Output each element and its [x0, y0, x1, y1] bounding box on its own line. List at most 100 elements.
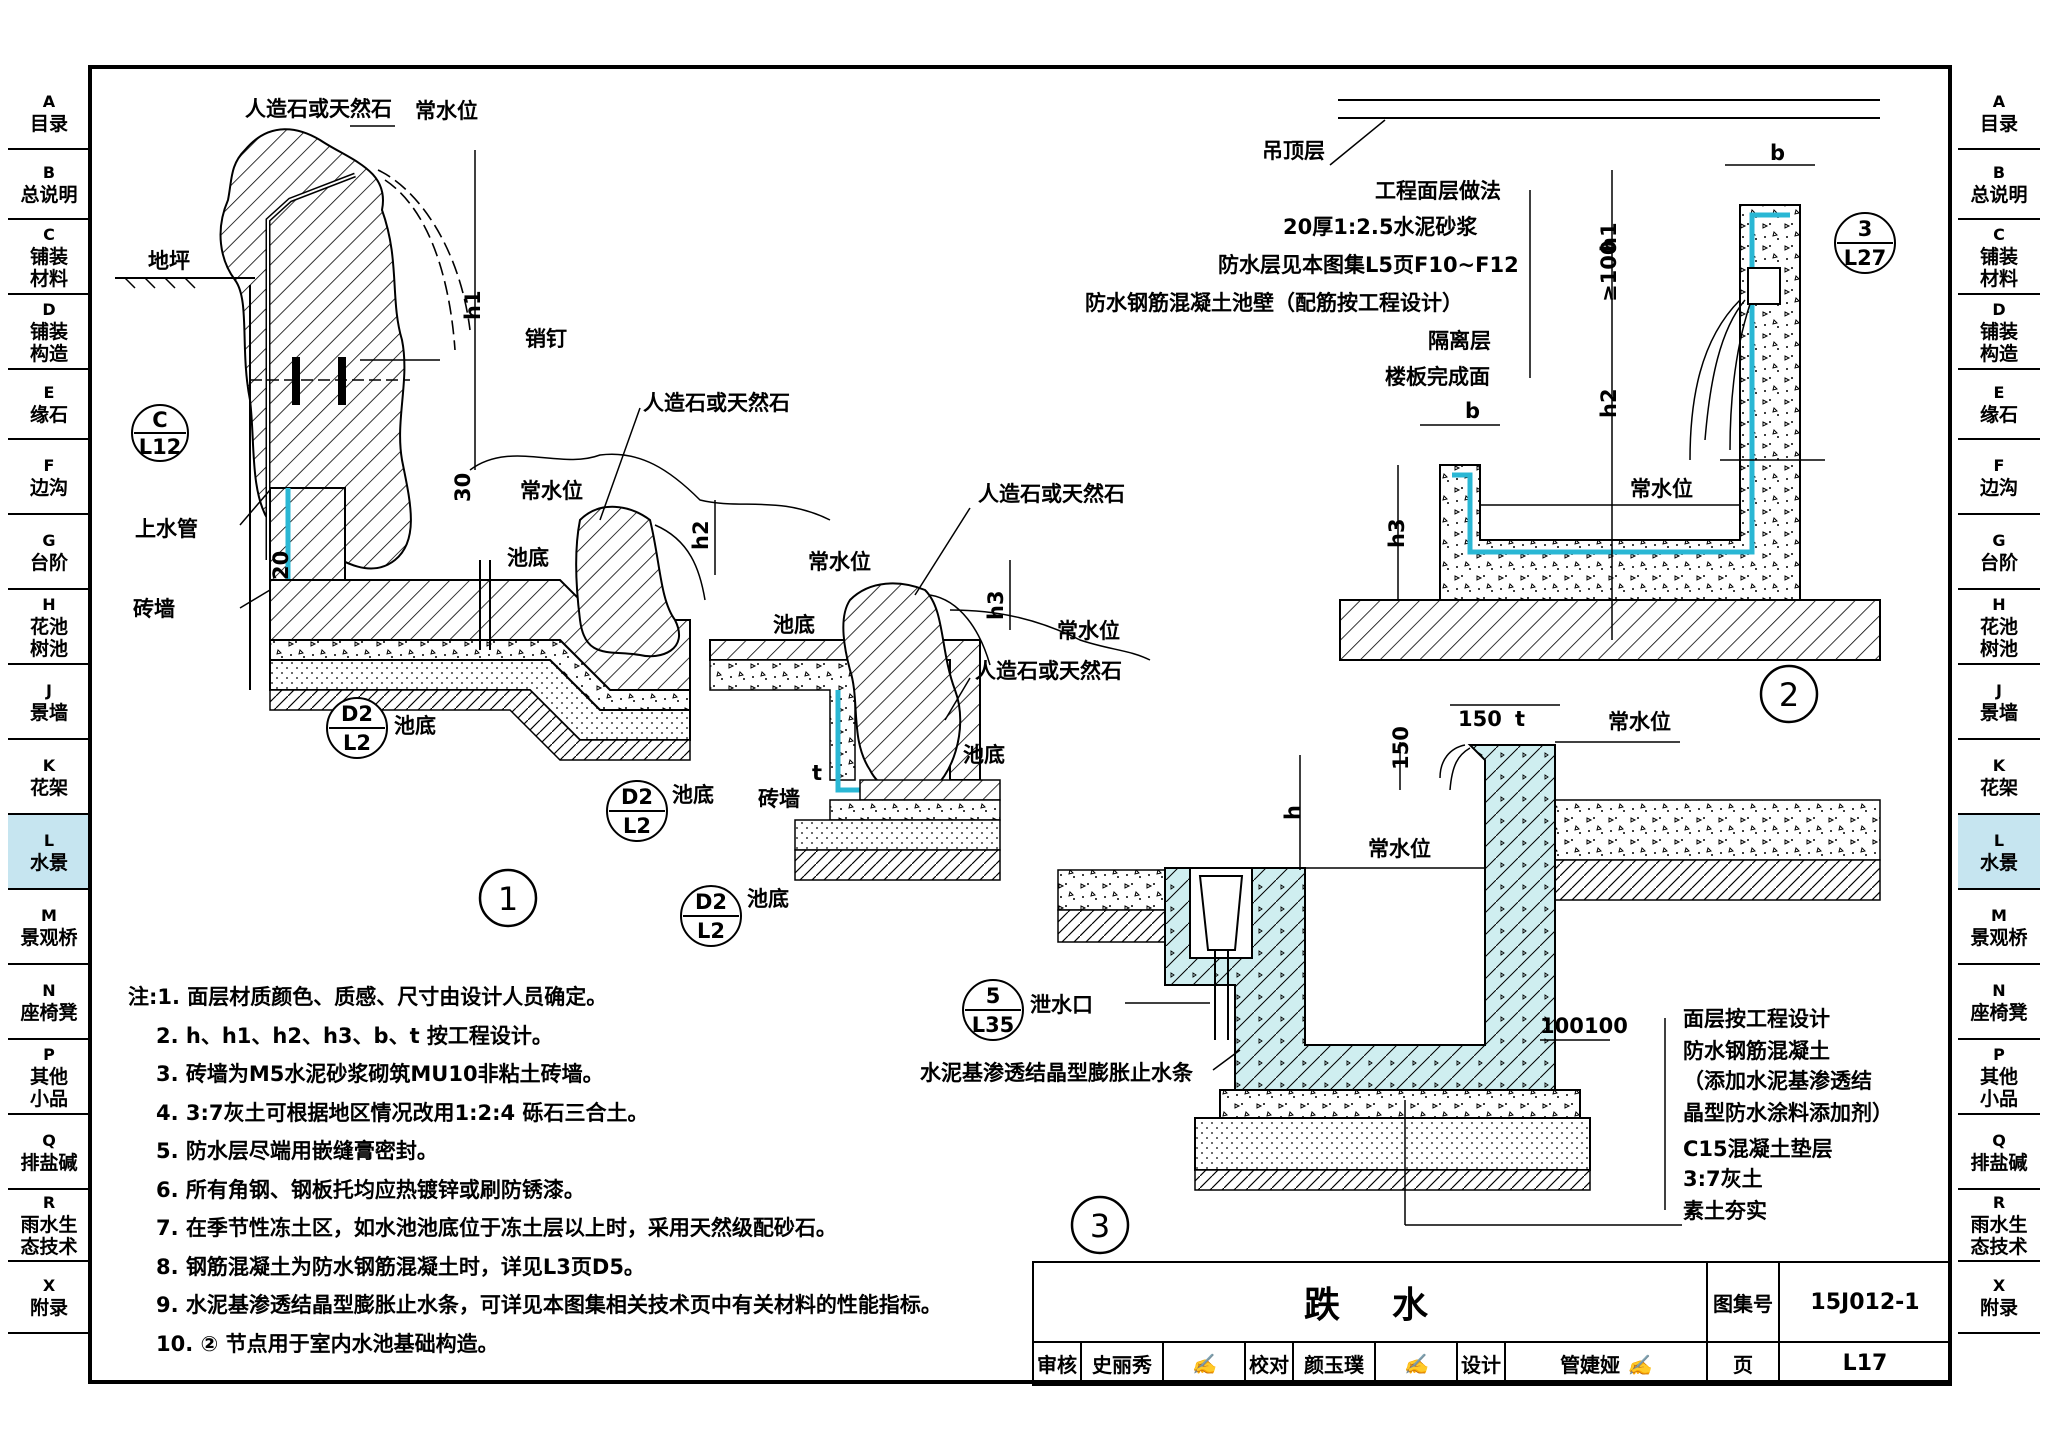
checker-signature: ✍ — [1374, 1341, 1458, 1386]
label-stone-1: 人造石或天然石 — [245, 97, 392, 121]
note-10: 10. ② 节点用于室内水池基础构造。 — [156, 1331, 499, 1356]
ref-d2-a: D2 — [341, 702, 373, 726]
ref-d2-c-page: L2 — [697, 919, 725, 943]
label-stone-2: 人造石或天然石 — [643, 391, 790, 415]
label-dim-20: 20 — [269, 551, 293, 580]
label-layer-4: 晶型防水涂料添加剂） — [1683, 1101, 1893, 1125]
check-label: 校对 — [1244, 1341, 1294, 1386]
side-tab-label: 排盐碱 — [20, 1151, 78, 1174]
title-block: 跌 水 图集号 15J012-1 审核 史丽秀 ✍ 校对 颜玉璞 ✍ 设计 管婕… — [1032, 1261, 1952, 1386]
label-layer-6: 3:7灰土 — [1683, 1167, 1763, 1191]
ref-c-page: L12 — [139, 435, 182, 459]
side-tab-label: 其他 小品 — [1979, 1065, 2018, 1110]
label-dim-30: 30 — [451, 473, 475, 502]
ref-5-page: L35 — [972, 1013, 1015, 1037]
label-layer-1: 面层按工程设计 — [1683, 1007, 1830, 1031]
side-tab-label: 水景 — [29, 851, 68, 874]
detail-2-marker: 2 — [1779, 676, 1799, 714]
designer-name: 管婕娅 — [1560, 1353, 1621, 1377]
side-tab-code: G — [42, 530, 56, 550]
side-tab-label: 水景 — [1979, 851, 2018, 874]
side-tab-code: A — [42, 92, 56, 111]
note-7: 7. 在季节性冻土区，如水池池底位于冻土层以上时，采用天然级配砂石。 — [156, 1216, 837, 1240]
side-tab-code: M — [1991, 905, 2007, 925]
atlas-label: 图集号 — [1706, 1261, 1780, 1343]
side-tab-label: 附录 — [1979, 1297, 2018, 1319]
note-3: 3. 砖墙为M5水泥砂浆砌筑MU10非粘土砖墙。 — [156, 1062, 604, 1086]
label-water-level-d3: 常水位 — [1368, 837, 1431, 861]
side-tab-code: K — [42, 755, 56, 775]
drawing-frame — [88, 65, 1952, 1384]
side-tab-code: N — [1992, 980, 2006, 1000]
detail-1: 人造石或天然石 常水位 地坪 h1 销钉 人造石或天然石 C L12 30 常水… — [115, 97, 1151, 947]
label-water-level-4: 常水位 — [1057, 619, 1120, 643]
reviewer-signature: ✍ — [1162, 1341, 1246, 1386]
page-label: 页 — [1706, 1341, 1780, 1386]
note-8: 8. 钢筋混凝土为防水钢筋混凝土时，详见L3页D5。 — [156, 1254, 645, 1279]
ref-3: 3 — [1858, 217, 1873, 241]
side-tab-code: B — [1992, 163, 2006, 182]
label-pin: 销钉 — [525, 327, 567, 351]
side-tab-label: 铺装 构造 — [1979, 320, 2018, 365]
side-tab-code: A — [1992, 92, 2006, 111]
label-pool-bottom-5: 池底 — [672, 783, 714, 807]
side-tab-code: C — [1993, 224, 2005, 244]
side-tab-code: D — [1992, 299, 2006, 319]
side-tab-code: H — [42, 594, 56, 614]
side-tab-code: F — [43, 455, 55, 475]
side-tab-code: M — [41, 905, 57, 925]
side-tab-label: 边沟 — [1979, 476, 2018, 499]
side-tab-label: 雨水生 态技术 — [1970, 1214, 2028, 1258]
label-h1: h1 — [461, 290, 485, 320]
label-pool-bottom-1: 池底 — [507, 546, 549, 570]
detail-1-marker: 1 — [498, 880, 518, 918]
detail-3: 150 t 150 h 常水位 常水位 5 L35 泄水口 水泥基渗透结晶型膨胀… — [920, 704, 1893, 1255]
side-tab-code: F — [1993, 455, 2005, 475]
side-tab-label: 其他 小品 — [29, 1065, 68, 1110]
label-h3: h3 — [984, 590, 1008, 620]
side-tab-code: E — [1993, 383, 2005, 402]
detail-3-marker: 3 — [1090, 1207, 1110, 1245]
side-tab-code: R — [42, 1193, 56, 1212]
side-tab-code: X — [42, 1276, 56, 1295]
label-waterproof: 防水层见本图集L5页F10~F12 — [1218, 253, 1519, 277]
drawing-title: 跌 水 — [1032, 1261, 1708, 1343]
side-tab-label: 景观桥 — [1970, 926, 2028, 949]
label-water-level-top: 常水位 — [1608, 710, 1671, 734]
label-mortar: 20厚1:2.5水泥砂浆 — [1283, 215, 1478, 239]
